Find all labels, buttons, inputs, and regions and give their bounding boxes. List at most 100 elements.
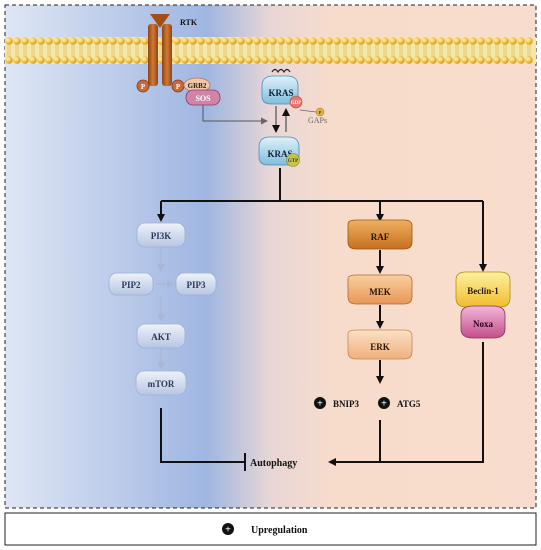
kras-inactive-label: KRAS: [268, 88, 293, 98]
phospholipid-head: [421, 37, 429, 45]
gtp-badge: [286, 153, 300, 167]
noxa-node: [460, 305, 506, 339]
phospholipid-head: [133, 56, 141, 64]
phospho-label-left: P: [141, 83, 146, 91]
lipid-tail: [319, 44, 323, 57]
phospholipid-head: [421, 56, 429, 64]
phospholipid-head: [125, 56, 133, 64]
beclin-node: [455, 271, 511, 308]
phospholipid-head: [437, 37, 445, 45]
lipid-tail: [303, 44, 307, 57]
phospholipid-head: [21, 37, 29, 45]
lipid-tail: [87, 44, 91, 57]
phospholipid-head: [109, 56, 117, 64]
phospholipid-head: [317, 56, 325, 64]
phospholipid-head: [77, 56, 85, 64]
pi3k-label: PI3K: [151, 231, 172, 241]
phospholipid-head: [389, 37, 397, 45]
lipid-tail: [519, 44, 523, 57]
phospholipid-head: [53, 37, 61, 45]
pip3-node: [175, 272, 217, 296]
phospholipid-head: [109, 37, 117, 45]
sos-to-kras-arrow: [202, 105, 268, 125]
lipid-tail: [103, 44, 107, 57]
cell-membrane: [5, 37, 536, 64]
phospholipid-head: [517, 56, 525, 64]
legend-label: Upregulation: [251, 525, 308, 536]
phospholipid-head: [413, 56, 421, 64]
lipid-tail: [231, 44, 235, 57]
phospholipid-head: [221, 37, 229, 45]
phospholipid-head: [93, 37, 101, 45]
phospholipid-head: [469, 37, 477, 45]
phospholipid-head: [437, 56, 445, 64]
pip2-label: PIP2: [122, 280, 141, 290]
phospholipid-head: [325, 56, 333, 64]
gaps-phospho-label: P: [319, 110, 322, 115]
phospholipid-head: [445, 37, 453, 45]
phospholipid-head: [85, 37, 93, 45]
phospholipid-head: [493, 56, 501, 64]
gtp-label: GTP: [288, 159, 298, 164]
phospholipid-head: [5, 56, 13, 64]
beclin-path-line: [328, 342, 484, 466]
upregulation-icon-atg5: [378, 397, 390, 409]
lipid-tail: [223, 44, 227, 57]
phospholipid-head: [141, 37, 149, 45]
phospholipid-head: [309, 37, 317, 45]
lipid-tail: [207, 44, 211, 57]
phospholipid-head: [477, 56, 485, 64]
gaps-label: GAPs: [308, 116, 327, 125]
gdp-label: GDP: [291, 101, 302, 106]
phospholipid-head: [509, 37, 517, 45]
lipid-tail: [431, 44, 435, 57]
phospholipid-head: [45, 37, 53, 45]
lipid-tail: [439, 44, 443, 57]
gdp-release-line: [299, 109, 317, 113]
phospholipid-head: [525, 37, 533, 45]
lipid-tail: [447, 44, 451, 57]
phospholipid-head: [509, 56, 517, 64]
lipid-tail: [135, 44, 139, 57]
lipid-tail: [15, 44, 19, 57]
lipid-tail: [39, 44, 43, 57]
lipid-tail: [407, 44, 411, 57]
lipid-tail: [351, 44, 355, 57]
phospholipid-head: [13, 56, 21, 64]
lipid-tail: [79, 44, 83, 57]
lipid-tail: [55, 44, 59, 57]
lipid-tail: [191, 44, 195, 57]
phospholipid-head: [525, 56, 533, 64]
kras-active-label: KRAS: [267, 149, 292, 159]
phospholipid-head: [45, 56, 53, 64]
phospholipid-head: [381, 37, 389, 45]
autophagy-label: Autophagy: [250, 458, 297, 469]
lipid-tail: [119, 44, 123, 57]
lipid-tail: [455, 44, 459, 57]
phospholipid-head: [69, 56, 77, 64]
lipid-tail: [127, 44, 131, 57]
phospholipid-head: [13, 37, 21, 45]
kras-inactive-node: [261, 75, 299, 105]
rtk-label: RTK: [180, 18, 198, 27]
phospholipid-head: [413, 37, 421, 45]
lipid-tail: [479, 44, 483, 57]
raf-node: [347, 219, 413, 250]
phospholipid-head: [197, 37, 205, 45]
lipid-tail: [359, 44, 363, 57]
phospholipid-head: [213, 56, 221, 64]
panel-border: [4, 4, 537, 509]
upregulation-sign-atg5: +: [381, 399, 387, 410]
lipid-tail: [487, 44, 491, 57]
lipid-tail: [287, 44, 291, 57]
phospholipid-head: [453, 56, 461, 64]
phospholipid-head: [477, 37, 485, 45]
lipid-tail: [183, 44, 187, 57]
lipid-tail: [247, 44, 251, 57]
phospholipid-head: [205, 56, 213, 64]
phospholipid-head: [269, 37, 277, 45]
phospholipid-head: [341, 37, 349, 45]
phospholipid-head: [253, 37, 261, 45]
phospholipid-head: [237, 56, 245, 64]
